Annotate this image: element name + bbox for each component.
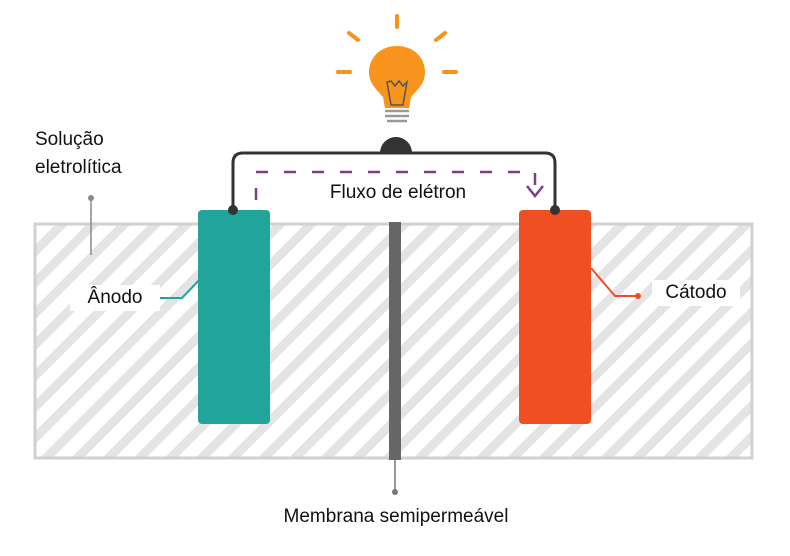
cathode-electrode [519, 210, 591, 424]
membrane-label: Membrana semipermeável [246, 504, 546, 530]
arrow-head-icon [526, 185, 544, 199]
membrane-pointer-dot [392, 489, 398, 495]
cathode-pointer-line [590, 267, 638, 297]
anode-electrode [198, 210, 270, 424]
solution-label: Solução eletrolítica [35, 126, 122, 182]
electron-flow-label: Fluxo de elétron [329, 182, 467, 203]
anode-label: Ânodo [70, 285, 160, 311]
cathode-label: Cátodo [652, 280, 740, 306]
cathode-pointer-dot [635, 293, 641, 299]
solution-pointer-dot [88, 195, 94, 201]
solution-label-line2: eletrolítica [35, 157, 122, 178]
anode-pointer-line [160, 273, 206, 299]
membrane [389, 222, 401, 460]
cathode-terminal [550, 205, 560, 215]
anode-terminal [228, 205, 238, 215]
bulb-socket [380, 137, 412, 153]
electron-flow-arrow [254, 170, 537, 200]
solution-label-line1: Solução [35, 129, 104, 150]
light-bulb-icon [336, 14, 458, 123]
